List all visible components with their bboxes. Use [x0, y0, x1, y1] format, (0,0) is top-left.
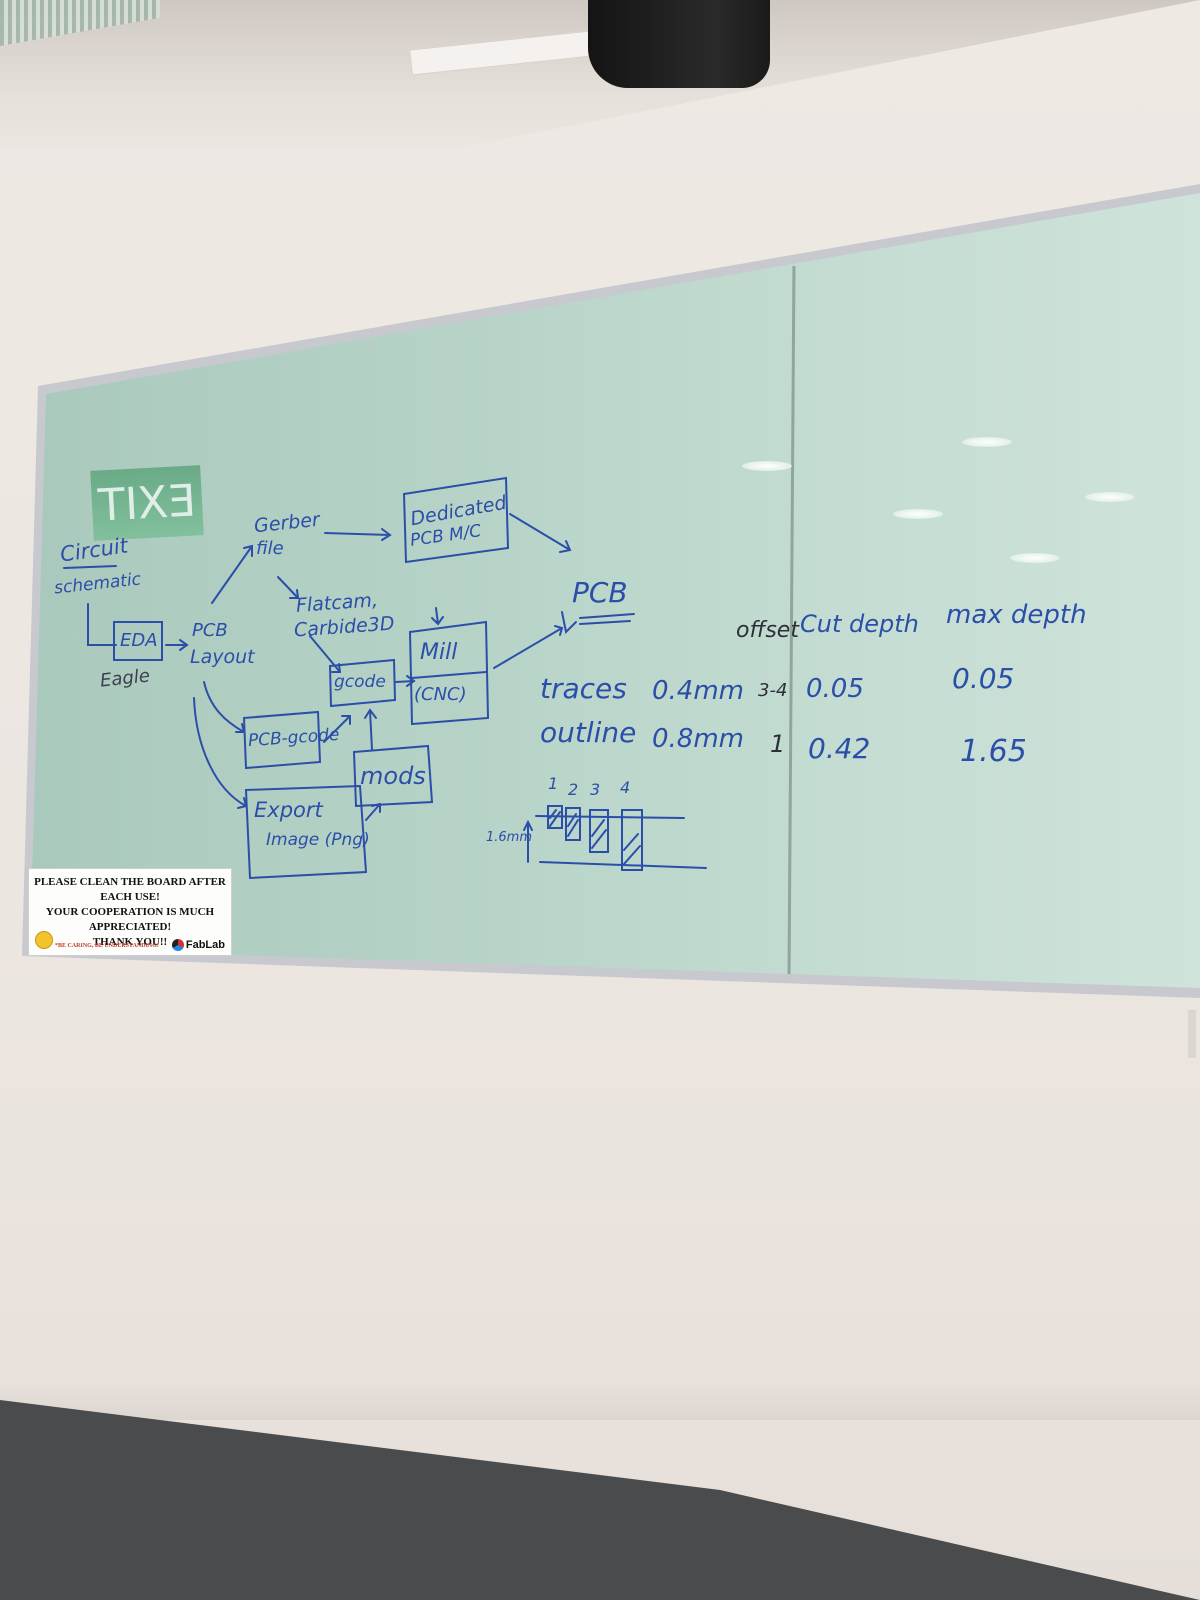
pcb-layout-label-line1: PCB — [192, 620, 228, 641]
gcode-box — [328, 658, 397, 708]
pass-1-hatch — [549, 809, 561, 827]
dedicated-to-pcb-arrow — [509, 513, 572, 553]
down-arrow-to-mill — [431, 607, 444, 626]
export-label-line2: Image (Png) — [266, 830, 370, 850]
traces-offset: 3-4 — [758, 680, 788, 701]
eda-label: EDA — [120, 630, 158, 651]
pcbgcode-to-gcode-arrow — [323, 715, 351, 743]
pass-3-box — [589, 809, 609, 853]
mods-label: mods — [360, 762, 426, 790]
traces-cut-depth: 0.05 — [806, 674, 864, 704]
mill-to-pcb-arrow — [493, 625, 564, 669]
pass-number-1: 1 — [548, 774, 559, 793]
mill-label: Mill — [420, 640, 458, 665]
pcbgcode-box — [242, 710, 322, 770]
flatcam-to-gcode-arrow — [309, 635, 342, 673]
cut-depth-header: Cut depth — [800, 610, 919, 638]
pass-1-box — [547, 805, 563, 829]
pass-diagram-top-line — [535, 815, 685, 819]
mods-to-gcode-arrow — [364, 708, 377, 751]
mill-box — [408, 620, 490, 726]
board-thickness-label: 1.6mm — [486, 830, 533, 845]
traces-row-label: traces — [540, 672, 627, 705]
ceiling-light-reflection — [1010, 553, 1060, 563]
pcb-label: PCB — [572, 576, 628, 609]
notice-line-2: YOUR COOPERATION IS MUCH APPRECIATED! — [45, 906, 215, 933]
outline-max-depth: 1.65 — [960, 734, 1027, 769]
outline-tool-size: 0.8mm — [652, 724, 745, 754]
emoji-icon — [35, 931, 53, 949]
pass-2-box — [565, 807, 581, 841]
wall-mark — [1188, 1010, 1196, 1058]
gerber-label-line2: file — [256, 538, 284, 559]
schematic-to-eda-line — [87, 603, 117, 646]
fablab-logo: FabLab — [171, 938, 225, 951]
ceiling-light-reflection — [1085, 492, 1135, 502]
wall-speaker — [588, 0, 770, 88]
outline-row-label: outline — [540, 716, 637, 749]
outline-offset: 1 — [770, 730, 786, 758]
mill-inner-line — [411, 671, 487, 679]
max-depth-header: max depth — [946, 600, 1087, 630]
layout-to-pcbgcode-arrow — [203, 681, 246, 733]
export-to-mods-arrow — [365, 802, 381, 821]
notice-line-3: THANK YOU!! — [92, 936, 168, 948]
pcb-marker — [561, 611, 577, 635]
dedicated-box — [402, 476, 510, 564]
pass-number-2: 2 — [568, 780, 579, 799]
pass-3-hatch — [591, 819, 607, 849]
notice-footer: *BE CARING, BE UNDERSTANDING! — [55, 943, 159, 949]
wall-base-shadow — [0, 1380, 1200, 1420]
layout-to-gerber-arrow — [211, 544, 253, 604]
gerber-to-flatcam-arrow — [277, 576, 300, 599]
pass-number-4: 4 — [620, 778, 631, 797]
pass-4-box — [621, 809, 643, 871]
eda-box — [113, 621, 163, 661]
pass-number-3: 3 — [590, 780, 601, 799]
eda-to-layout-arrow — [165, 639, 189, 651]
cnc-label: (CNC) — [414, 684, 467, 705]
mods-box — [352, 744, 434, 808]
circuit-underline — [63, 565, 117, 569]
pass-diagram-thickness-arrow — [523, 819, 533, 863]
notice-line-1: PLEASE CLEAN THE BOARD AFTER EACH USE! — [34, 876, 226, 903]
traces-tool-size: 0.4mm — [652, 676, 745, 706]
clean-board-notice: PLEASE CLEAN THE BOARD AFTER EACH USE! Y… — [28, 868, 232, 956]
pass-2-hatch — [567, 813, 579, 837]
offset-header: offset — [736, 618, 799, 643]
export-label-line1: Export — [254, 798, 323, 822]
export-box — [244, 784, 368, 880]
fablab-logo-icon — [171, 939, 184, 951]
outline-cut-depth: 0.42 — [808, 732, 871, 765]
gcode-label: gcode — [334, 672, 386, 692]
pcb-underline — [579, 613, 635, 625]
ceiling-light-reflection — [893, 509, 943, 519]
traces-max-depth: 0.05 — [952, 662, 1015, 695]
fablab-logo-text: FabLab — [185, 938, 225, 951]
pcb-layout-label-line2: Layout — [190, 646, 255, 668]
gerber-to-dedicated-arrow — [324, 528, 392, 541]
ceiling-light-reflection — [742, 461, 792, 471]
pass-4-hatch — [623, 833, 641, 865]
ceiling-light-reflection — [962, 437, 1012, 447]
